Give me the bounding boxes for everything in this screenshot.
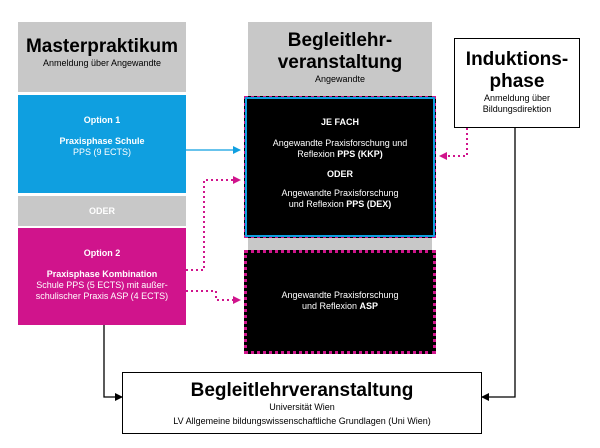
box-top-line2-prefix: Reflexion: [297, 149, 338, 159]
option2-label: Option 2: [83, 248, 121, 258]
box-asp-line2-bold: ASP: [359, 301, 379, 311]
je-fach-heading: JE FACH: [320, 117, 359, 127]
masterpraktikum-title: Masterpraktikum: [25, 36, 179, 57]
begleitlehr-title-line2: veranstaltung: [277, 52, 403, 73]
bottom-detail: LV Allgemeine bildungswissenschaftliche …: [173, 416, 431, 426]
induktion-title-line2: phase: [489, 71, 545, 92]
option2-detail-line1: Schule PPS (5 ECTS) mit außer-: [36, 280, 168, 290]
masterpraktikum-subtitle: Anmeldung über Angewandte: [42, 58, 162, 68]
box-asp-line1: Angewandte Praxisforschung: [281, 290, 399, 300]
option2-detail-line2: schulischer Praxis ASP (4 ECTS): [35, 291, 169, 301]
option1-detail: PPS (9 ECTS): [72, 147, 131, 157]
option2-name: Praxisphase Kombination: [46, 269, 158, 279]
induktion-arrow-bottom: [481, 128, 516, 401]
box-top-line1: Angewandte Praxisforschung und: [272, 138, 408, 148]
option1-name: Praxisphase Schule: [59, 136, 145, 146]
box-top-line3: Angewandte Praxisforschung: [281, 188, 399, 198]
option1-box: Option 1 Praxisphase Schule PPS (9 ECTS): [18, 95, 186, 193]
box-top-line4-bold: PPS (DEX): [346, 199, 392, 209]
master-arrow-bottom: [103, 325, 123, 401]
box-top-line4: und Reflexion PPS (DEX): [247, 199, 433, 210]
box-kkp-dex: JE FACH Angewandte Praxisforschung und R…: [244, 96, 436, 238]
induktion-arrow: [439, 128, 468, 160]
option2-arrow-bottom: [186, 290, 241, 304]
box-top-oder: ODER: [326, 169, 353, 179]
induktion-sub-line1: Anmeldung über: [483, 93, 551, 103]
box-top-line4-prefix: und Reflexion: [288, 199, 347, 209]
begleitlehr-header: Begleitlehr- veranstaltung Angewandte: [248, 22, 432, 92]
induktion-sub-line2: Bildungsdirektion: [482, 104, 552, 114]
option1-label: Option 1: [83, 115, 121, 125]
oder-left: ODER: [18, 196, 186, 226]
begleitlehr-uni-wien-box: Begleitlehrveranstaltung Universität Wie…: [122, 372, 482, 434]
begleitlehr-subtitle: Angewandte: [314, 74, 366, 84]
option2-box: Option 2 Praxisphase Kombination Schule …: [18, 228, 186, 325]
masterpraktikum-header: Masterpraktikum Anmeldung über Angewandt…: [18, 22, 186, 92]
box-top-line2-bold: PPS (KKP): [337, 149, 383, 159]
option2-arrow-top: [186, 176, 241, 271]
box-asp: Angewandte Praxisforschung und Reflexion…: [244, 250, 436, 354]
oder-left-label: ODER: [88, 206, 115, 216]
box-top-line2: Reflexion PPS (KKP): [247, 149, 433, 160]
bottom-title: Begleitlehrveranstaltung: [190, 380, 414, 401]
box-asp-line2-prefix: und Reflexion: [301, 301, 360, 311]
begleitlehr-title-line1: Begleitlehr-: [287, 30, 393, 51]
induktion-title-line1: Induktions-: [465, 49, 569, 70]
induktionsphase-box: Induktions- phase Anmeldung über Bildung…: [454, 38, 580, 128]
bottom-subtitle: Universität Wien: [269, 402, 335, 412]
